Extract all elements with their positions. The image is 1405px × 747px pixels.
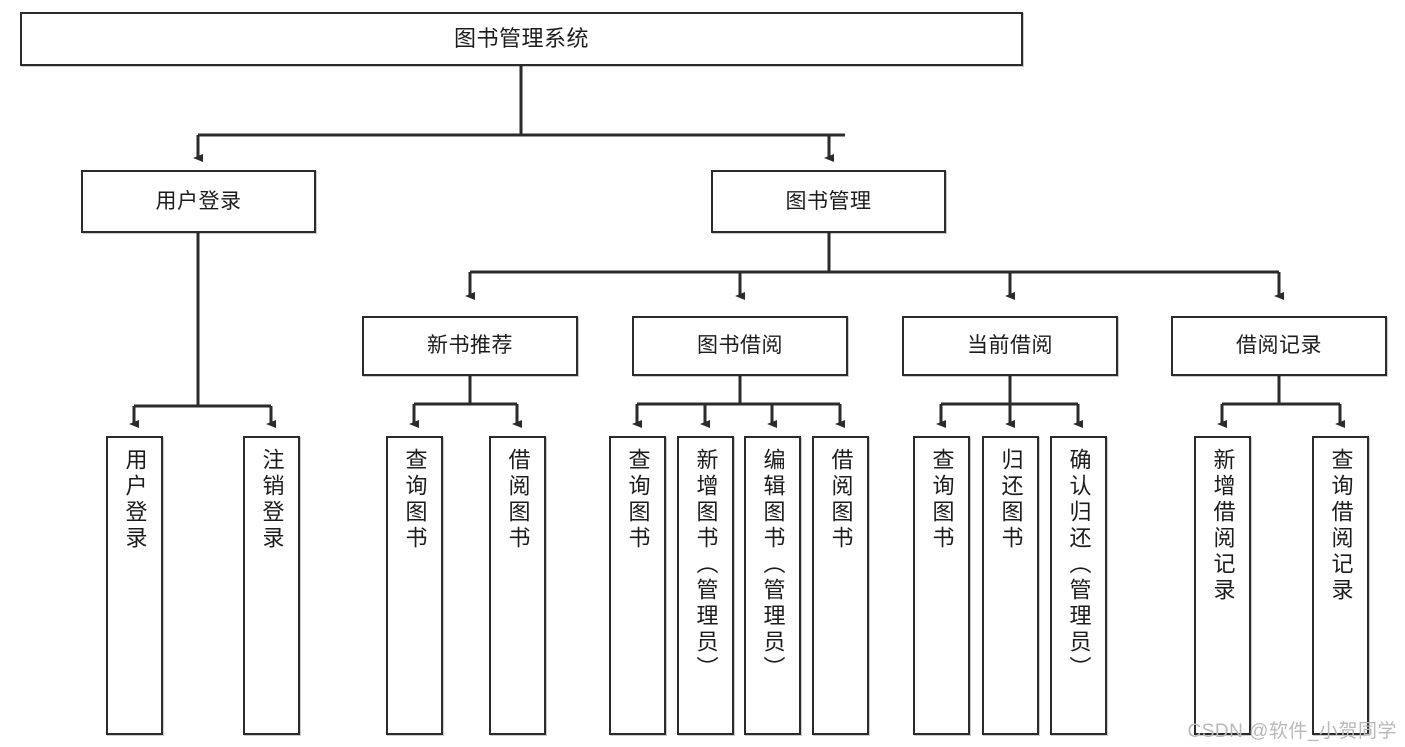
leaf-borrow-book-1[interactable]: 借阅图书 [489,436,546,735]
leaf-borrow-book-2-label: 借阅图书 [828,448,854,552]
node-book-borrow-label: 图书借阅 [697,334,783,358]
node-new-book-recommend[interactable]: 新书推荐 [362,316,578,376]
leaf-logout-login-label: 注销登录 [259,448,285,552]
leaf-query-record[interactable]: 查询借阅记录 [1312,436,1369,735]
leaf-borrow-book-2[interactable]: 借阅图书 [812,436,869,735]
node-book-management[interactable]: 图书管理 [711,170,946,233]
leaf-edit-book-label: 编辑图书（管理员） [760,448,786,682]
node-book-management-label: 图书管理 [785,189,872,213]
leaf-borrow-book-1-label: 借阅图书 [505,448,531,552]
leaf-query-book-1-label: 查询图书 [402,448,428,552]
node-root[interactable]: 图书管理系统 [20,12,1023,66]
leaf-user-login-label: 用户登录 [122,448,148,552]
node-root-label: 图书管理系统 [453,25,589,51]
node-borrow-record-label: 借阅记录 [1236,334,1322,358]
leaf-query-book-1[interactable]: 查询图书 [386,436,443,735]
node-user-login[interactable]: 用户登录 [81,170,316,233]
leaf-add-book[interactable]: 新增图书（管理员） [677,436,734,735]
node-borrow-record[interactable]: 借阅记录 [1171,316,1387,376]
watermark: CSDN @软件_小贺同学 [1187,721,1397,742]
leaf-query-book-3[interactable]: 查询图书 [913,436,970,735]
node-book-borrow[interactable]: 图书借阅 [632,316,848,376]
leaf-return-book-label: 归还图书 [998,448,1024,552]
leaf-query-book-2[interactable]: 查询图书 [609,436,666,735]
leaf-confirm-return-label: 确认归还（管理员） [1066,448,1092,682]
leaf-logout-login[interactable]: 注销登录 [243,436,300,735]
leaf-confirm-return[interactable]: 确认归还（管理员） [1050,436,1107,735]
leaf-return-book[interactable]: 归还图书 [982,436,1039,735]
node-current-borrow-label: 当前借阅 [967,334,1053,358]
leaf-query-record-label: 查询借阅记录 [1328,448,1354,604]
leaf-user-login[interactable]: 用户登录 [106,436,163,735]
leaf-query-book-2-label: 查询图书 [625,448,651,552]
node-new-book-recommend-label: 新书推荐 [427,334,513,358]
leaf-add-record-label: 新增借阅记录 [1210,448,1236,604]
leaf-query-book-3-label: 查询图书 [929,448,955,552]
leaf-edit-book[interactable]: 编辑图书（管理员） [744,436,801,735]
node-current-borrow[interactable]: 当前借阅 [902,316,1118,376]
leaf-add-book-label: 新增图书（管理员） [693,448,719,682]
leaf-add-record[interactable]: 新增借阅记录 [1194,436,1251,735]
node-user-login-label: 用户登录 [155,189,242,213]
